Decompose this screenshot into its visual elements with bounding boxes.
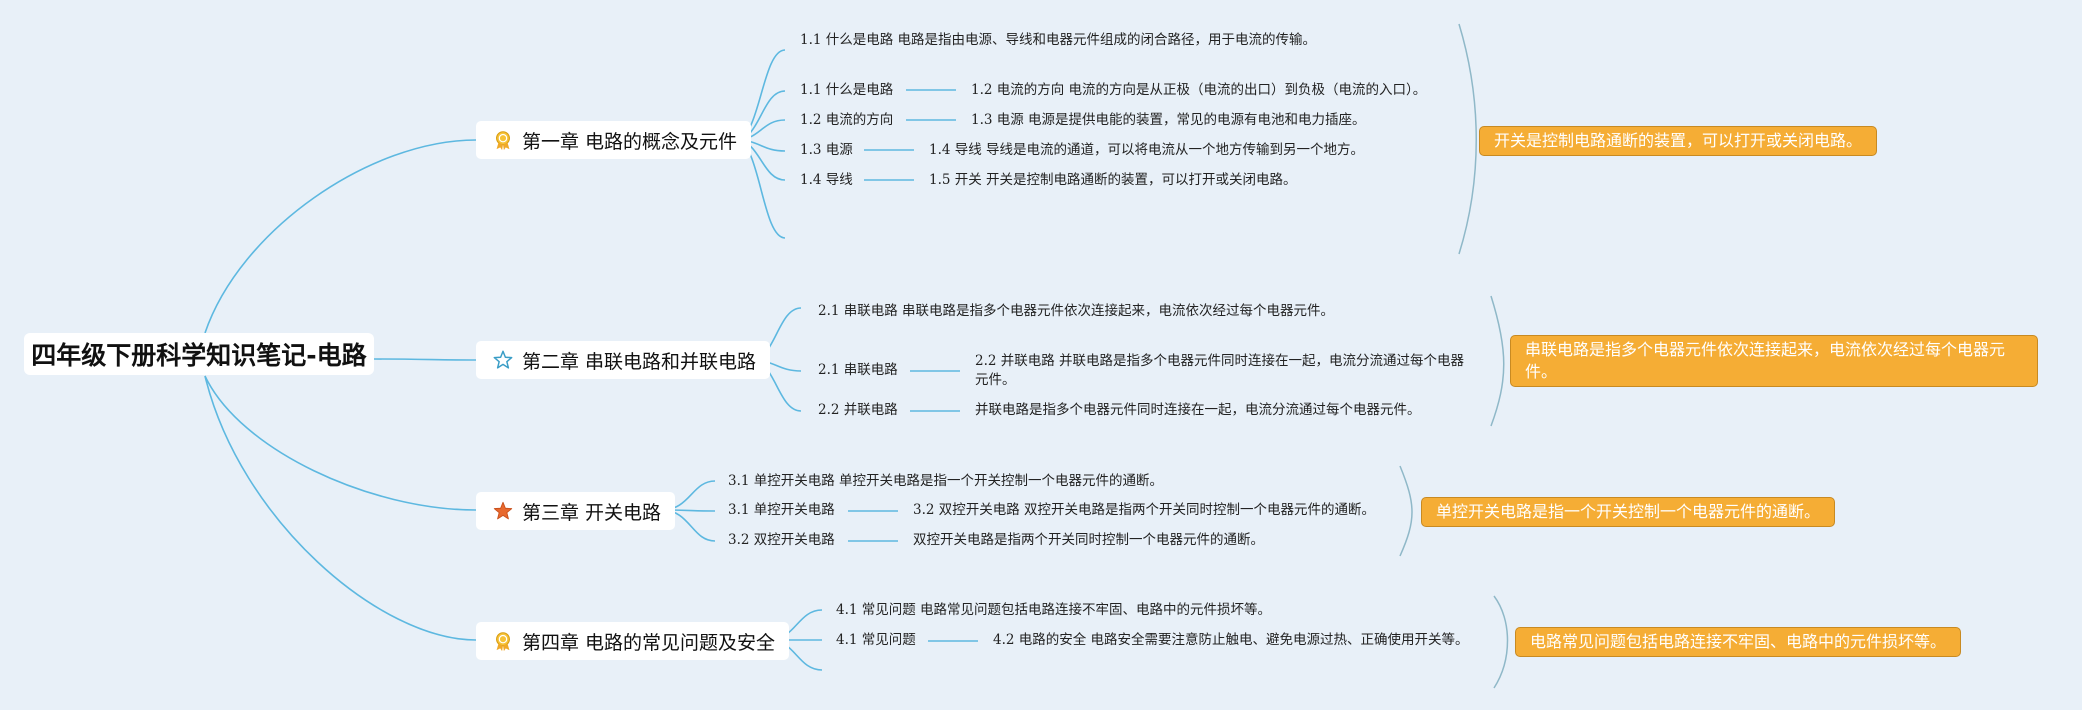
ch4-row1-left[interactable]: 4.1 常见问题: [836, 632, 916, 648]
summary-bracket-2: [1490, 295, 1505, 427]
ch1-row3-right[interactable]: 1.4 导线 导线是电流的通道，可以将电流从一个地方传输到另一个地方。: [929, 142, 1365, 158]
star-filled-icon: [493, 501, 513, 520]
ch2-row1-right[interactable]: 2.2 并联电路 并联电路是指多个电器元件同时连接在一起，电流分流通过每个电器元…: [975, 353, 1465, 388]
ch3-first-item[interactable]: 3.1 单控开关电路 单控开关电路是指一个开关控制一个电器元件的通断。: [728, 473, 1164, 489]
link-root-ch4: [204, 375, 477, 641]
ch3-row2-right[interactable]: 双控开关电路是指两个开关同时控制一个电器元件的通断。: [913, 532, 1264, 548]
chapter-4-title: 第四章 电路的常见问题及安全: [522, 631, 776, 654]
ch1-row2-left[interactable]: 1.2 电流的方向: [800, 112, 894, 128]
root-topic[interactable]: 四年级下册科学知识笔记-电路: [24, 333, 374, 375]
ch4-first-item[interactable]: 4.1 常见问题 电路常见问题包括电路连接不牢固、电路中的元件损坏等。: [836, 602, 1272, 618]
chapter-3-title: 第三章 开关电路: [522, 501, 662, 524]
ch3-row1-right[interactable]: 3.2 双控开关电路 双控开关电路是指两个开关同时控制一个电器元件的通断。: [913, 502, 1376, 518]
link-root-ch3: [204, 375, 477, 511]
medal-icon: [496, 632, 510, 652]
chapter-4-topic[interactable]: 第四章 电路的常见问题及安全: [476, 622, 790, 660]
link-root-ch2: [373, 358, 477, 361]
ch3-row1-left[interactable]: 3.1 单控开关电路: [728, 502, 835, 518]
chapter-2-title: 第二章 串联电路和并联电路: [522, 350, 757, 373]
link-root-ch1: [204, 139, 477, 334]
root-title: 四年级下册科学知识笔记-电路: [31, 341, 367, 370]
star-outline-icon: [493, 350, 513, 369]
ch3-row2-left[interactable]: 3.2 双控开关电路: [728, 532, 835, 548]
ch1-row2-right[interactable]: 1.3 电源 电源是提供电能的装置，常见的电源有电池和电力插座。: [971, 112, 1366, 128]
medal-icon: [496, 131, 510, 151]
chapter-1-summary[interactable]: 开关是控制电路通断的装置，可以打开或关闭电路。: [1479, 126, 1878, 156]
ch2-first-item[interactable]: 2.1 串联电路 串联电路是指多个电器元件依次连接起来，电流依次经过每个电器元件…: [818, 303, 1335, 319]
summary-bracket-1: [1458, 23, 1477, 255]
summary-bracket-4: [1493, 595, 1509, 689]
chapter-3-topic[interactable]: 第三章 开关电路: [476, 492, 676, 530]
chapter-4-summary[interactable]: 电路常见问题包括电路连接不牢固、电路中的元件损坏等。: [1515, 627, 1962, 657]
ch1-first-item[interactable]: 1.1 什么是电路 电路是指由电源、导线和电器元件组成的闭合路径，用于电流的传输…: [800, 32, 1317, 48]
ch1-row1-left[interactable]: 1.1 什么是电路: [800, 82, 894, 98]
chapter-3-summary[interactable]: 单控开关电路是指一个开关控制一个电器元件的通断。: [1421, 497, 1836, 527]
ch1-row1-right[interactable]: 1.2 电流的方向 电流的方向是从正极（电流的出口）到负极（电流的入口）。: [971, 82, 1427, 98]
summary-bracket-3: [1399, 465, 1413, 557]
ch1-row4-left[interactable]: 1.4 导线: [800, 172, 853, 188]
chapter-2-topic[interactable]: 第二章 串联电路和并联电路: [476, 341, 771, 379]
chapter-1-topic[interactable]: 第一章 电路的概念及元件: [476, 121, 752, 159]
ch4-row1-right[interactable]: 4.2 电路的安全 电路安全需要注意防止触电、避免电源过热、正确使用开关等。: [993, 632, 1469, 648]
ch2-row2-right[interactable]: 并联电路是指多个电器元件同时连接在一起，电流分流通过每个电器元件。: [975, 402, 1421, 418]
ch2-row1-left[interactable]: 2.1 串联电路: [818, 362, 898, 378]
ch2-row2-left[interactable]: 2.2 并联电路: [818, 402, 898, 418]
chapter-1-title: 第一章 电路的概念及元件: [522, 130, 738, 153]
ch1-row4-right[interactable]: 1.5 开关 开关是控制电路通断的装置，可以打开或关闭电路。: [929, 172, 1297, 188]
chapter-2-summary[interactable]: 串联电路是指多个电器元件依次连接起来，电流依次经过每个电器元件。: [1510, 335, 2038, 387]
ch1-row3-left[interactable]: 1.3 电源: [800, 142, 853, 158]
